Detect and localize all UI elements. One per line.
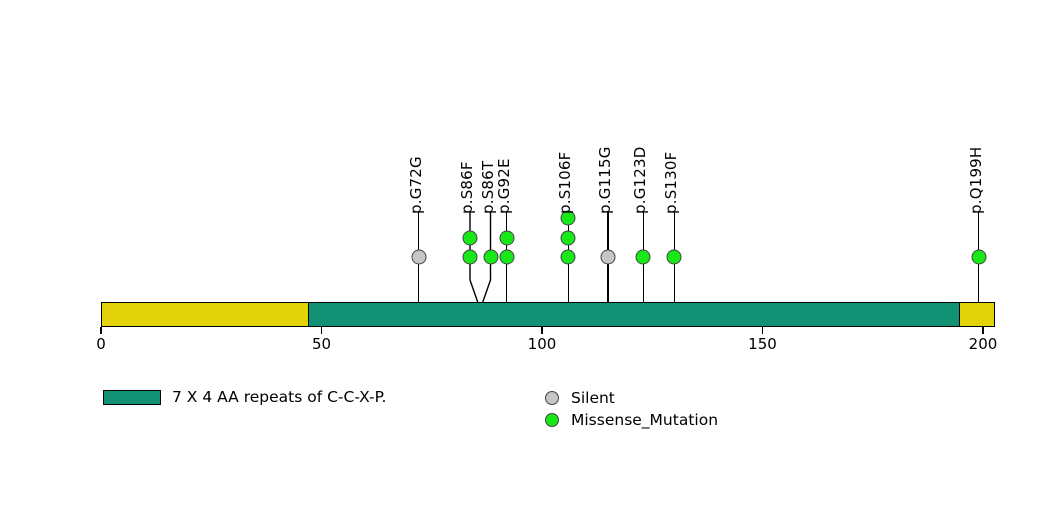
- mutation-dot[interactable]: [499, 249, 515, 265]
- lollipop-stem: [673, 212, 675, 327]
- domain-legend-label: 7 X 4 AA repeats of C-C-X-P.: [172, 388, 387, 406]
- mutation-dot[interactable]: [600, 249, 616, 265]
- domain-legend-swatch: [103, 389, 161, 405]
- mutation-label: p.G115G: [596, 146, 615, 214]
- axis-tick-mark: [982, 327, 984, 334]
- axis-tick-mark: [761, 327, 764, 334]
- mutation-dot[interactable]: [971, 249, 987, 265]
- lollipop-stem: [506, 212, 508, 327]
- axis-tick-label: 100: [527, 335, 557, 353]
- protein-backbone-bar: [101, 302, 995, 327]
- position-axis: 0 50 100 150 200: [0, 327, 1047, 357]
- lollipop-stem: [417, 212, 420, 327]
- variant-legend-label: Missense_Mutation: [571, 411, 719, 429]
- mutation-dot[interactable]: [483, 249, 499, 265]
- mutation-dot[interactable]: [462, 230, 478, 245]
- variant-legend-label: Silent: [571, 389, 615, 407]
- axis-tick-mark: [541, 327, 543, 334]
- mutation-label: p.S130F: [662, 151, 681, 214]
- mutation-label: p.G72G: [406, 156, 425, 214]
- mutation-dot[interactable]: [560, 210, 576, 226]
- variant-legend-row: Missense_Mutation: [545, 409, 718, 431]
- mutation-label: p.G123D: [631, 146, 650, 215]
- mutation-dot[interactable]: [462, 249, 478, 265]
- mutation-dot[interactable]: [560, 230, 576, 245]
- mutation-dot[interactable]: [666, 249, 682, 265]
- mutation-label: p.G92E: [494, 158, 513, 214]
- mutation-label: p.S106F: [556, 151, 575, 214]
- lollipop-stem: [607, 212, 609, 327]
- axis-tick-label: 50: [311, 335, 332, 353]
- variant-legend-dot: [545, 413, 559, 427]
- domain-legend: 7 X 4 AA repeats of C-C-X-P.: [103, 388, 386, 406]
- lollipop-stem: [479, 212, 492, 311]
- axis-tick-mark: [100, 327, 102, 334]
- mutation-label: p.S86F: [457, 161, 476, 214]
- axis-tick-mark: [320, 327, 323, 334]
- lollipop-stem: [642, 212, 645, 327]
- mutation-label: p.Q199H: [966, 146, 985, 214]
- axis-tick-label: 200: [968, 335, 998, 353]
- axis-tick-label: 150: [748, 335, 777, 353]
- variant-legend-dot: [545, 391, 559, 405]
- mutation-dot[interactable]: [635, 249, 651, 265]
- mutation-dot[interactable]: [411, 249, 427, 265]
- lollipop-stem: [977, 212, 980, 327]
- mutation-dot[interactable]: [499, 230, 515, 245]
- axis-tick-label: 0: [96, 335, 106, 353]
- mutation-dot[interactable]: [560, 249, 576, 265]
- lollipop-stem: [567, 212, 570, 327]
- domain-segment: [307, 303, 961, 326]
- variant-legend-row: Silent: [545, 387, 718, 409]
